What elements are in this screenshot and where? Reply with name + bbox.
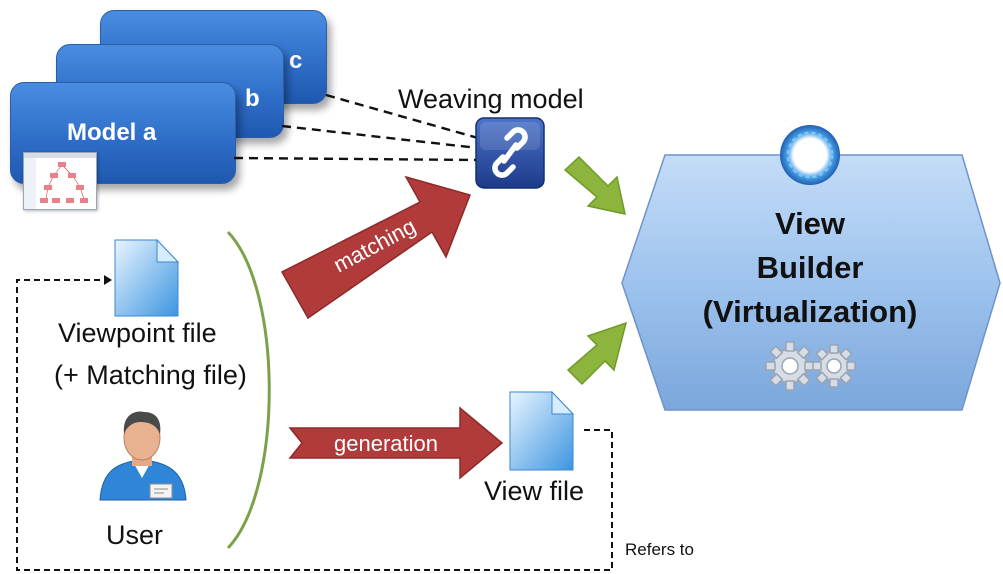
weaving-model-label: Weaving model bbox=[398, 84, 584, 114]
green-arrow-bottom bbox=[566, 321, 628, 386]
green-arrows bbox=[563, 155, 628, 386]
refers-to-arrowhead bbox=[104, 275, 112, 285]
model-c-label: c bbox=[289, 47, 303, 74]
matching-file-label: (+ Matching file) bbox=[54, 360, 247, 390]
model-a-label: Model a bbox=[67, 119, 157, 146]
model-b-label: b bbox=[245, 85, 260, 112]
view-builder-title-line1: View bbox=[774, 206, 846, 241]
generation-label: generation bbox=[334, 431, 438, 456]
view-builder-title-line3: (Virtualization) bbox=[702, 294, 918, 329]
view-builder-hexagon bbox=[621, 154, 1001, 411]
viewpoint-file-icon bbox=[114, 238, 180, 317]
generation-arrow bbox=[288, 406, 504, 480]
viewpoint-file-label: Viewpoint file bbox=[58, 318, 217, 348]
model-screenshot-thumbnail bbox=[23, 152, 97, 210]
green-arrow-top bbox=[563, 155, 626, 215]
group-bracket bbox=[226, 230, 271, 550]
model-weaving-connectors bbox=[233, 93, 479, 162]
view-file-label: View file bbox=[484, 476, 585, 506]
ring-icon bbox=[780, 125, 840, 185]
matching-arrow bbox=[280, 175, 471, 320]
user-label: User bbox=[106, 520, 164, 550]
view-builder-title-line2: Builder bbox=[756, 250, 864, 285]
chain-link-icon bbox=[475, 117, 545, 189]
gears-icon bbox=[765, 341, 856, 391]
user-avatar-icon bbox=[99, 411, 187, 501]
view-file-icon bbox=[509, 390, 575, 471]
refers-to-label: Refers to bbox=[625, 540, 694, 559]
refers-to-connector bbox=[16, 279, 613, 571]
